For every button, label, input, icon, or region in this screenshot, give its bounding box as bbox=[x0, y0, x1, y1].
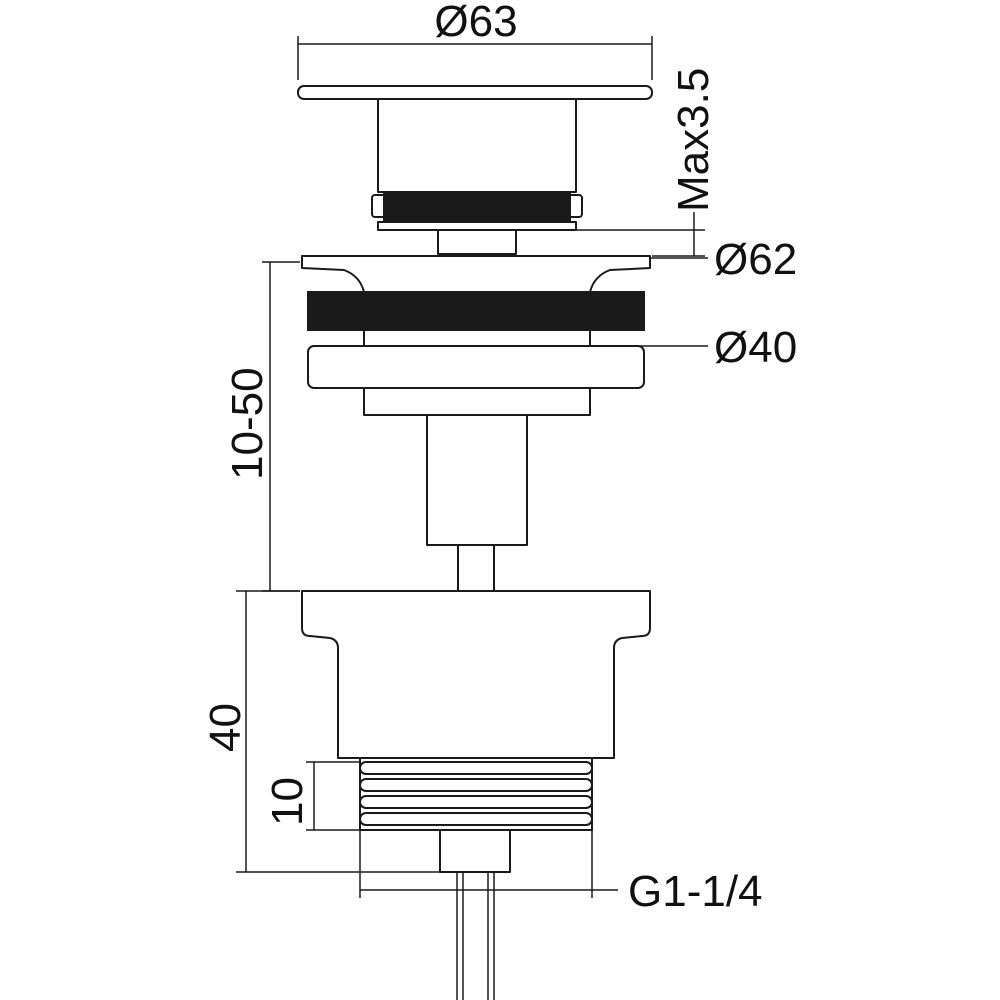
lower-body bbox=[301, 590, 651, 759]
cap-seal bbox=[371, 191, 583, 231]
label-thread-spec: G1-1/4 bbox=[628, 867, 763, 916]
dim-body-height: 40 bbox=[201, 590, 440, 873]
flange-neck bbox=[363, 329, 591, 347]
tailpiece-upper bbox=[426, 414, 528, 546]
dim-thread-spec: G1-1/4 bbox=[359, 830, 763, 916]
dim-flange-diameter: Ø62 bbox=[650, 235, 797, 284]
cap-stem bbox=[377, 98, 577, 193]
bottom-rod bbox=[456, 872, 495, 1000]
dim-adjust-range: 10-50 bbox=[223, 261, 300, 592]
label-cap-diameter: Ø63 bbox=[434, 0, 517, 46]
cap-disc bbox=[297, 85, 653, 100]
label-flange-diameter: Ø62 bbox=[714, 235, 797, 284]
dim-thread-length: 10 bbox=[263, 761, 360, 831]
label-body-height: 40 bbox=[201, 703, 250, 752]
label-thread-length: 10 bbox=[263, 777, 312, 826]
bottom-stub bbox=[439, 829, 511, 873]
dim-cap-max-height: Max3.5 bbox=[576, 68, 718, 257]
rod bbox=[457, 544, 495, 592]
cap-spindle bbox=[437, 229, 517, 255]
thread-section bbox=[359, 757, 593, 831]
label-inner-diameter: Ø40 bbox=[714, 323, 797, 372]
flange-gasket bbox=[307, 291, 645, 331]
nut-collar bbox=[363, 387, 591, 416]
label-cap-max-height: Max3.5 bbox=[669, 68, 718, 212]
flange bbox=[301, 255, 651, 293]
dim-inner-diameter: Ø40 bbox=[364, 323, 797, 372]
label-adjust-range: 10-50 bbox=[223, 367, 272, 480]
lock-nut bbox=[307, 345, 645, 389]
dim-cap-diameter: Ø63 bbox=[297, 0, 653, 80]
